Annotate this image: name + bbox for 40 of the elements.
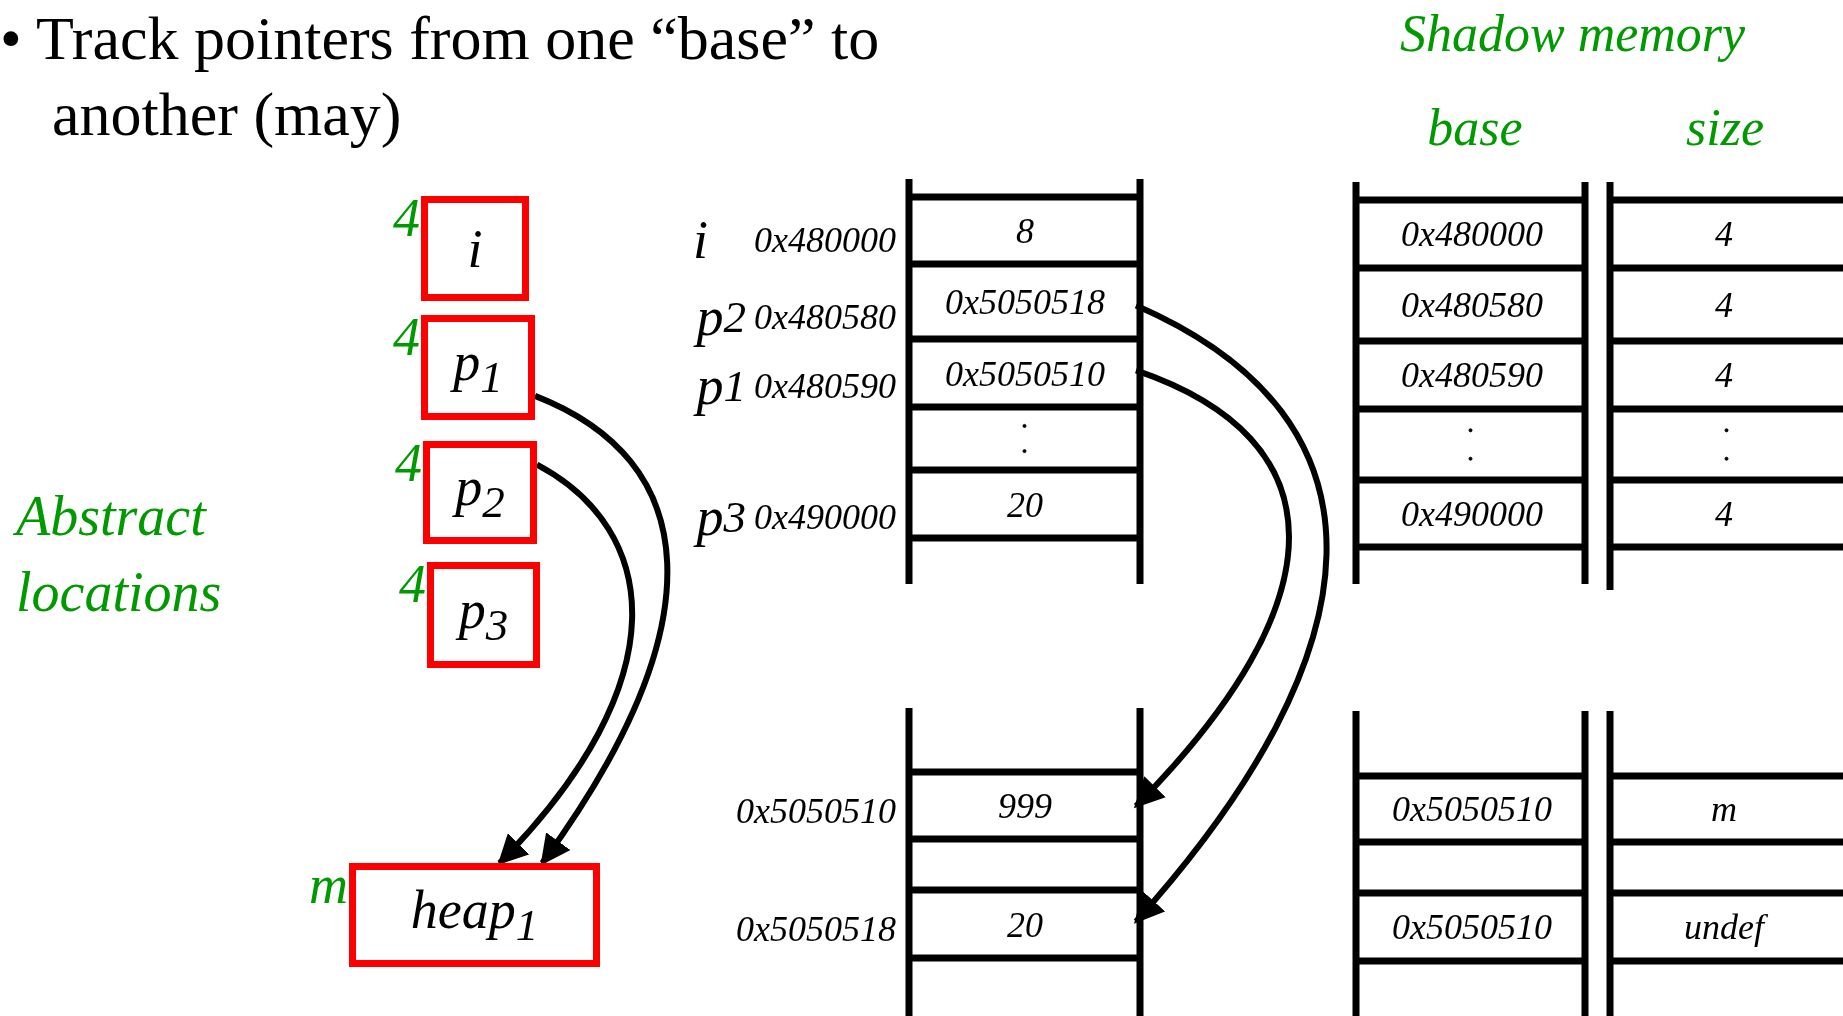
size-label: 4: [393, 191, 420, 245]
column-heading: size: [1685, 98, 1765, 158]
location-name: 999: [998, 788, 1052, 824]
table-value: 0x480000: [1400, 213, 1544, 256]
location-name: 20: [1007, 486, 1043, 523]
column-heading: Shadow memory: [1400, 4, 1747, 64]
address-label: 0x490000: [753, 496, 896, 539]
table-value: 0x490000: [1400, 492, 1544, 536]
location-name: heap$_{1}$: [410, 882, 539, 948]
address-label: 0x480000: [753, 219, 896, 262]
address-label: 0x480590: [753, 365, 896, 408]
location-name: i: [467, 221, 483, 276]
size-label: 4: [395, 436, 422, 490]
size-label: 4: [393, 310, 420, 364]
table-value: 0x5050510: [1391, 906, 1553, 949]
table-value: 0x5050510: [1391, 788, 1553, 831]
table-value: undef: [1616, 897, 1832, 957]
table-value: 4: [1714, 213, 1734, 256]
table-value: 4: [1714, 283, 1734, 327]
address-label: 0x5050518: [735, 908, 896, 951]
location-name: 0x5050510: [945, 355, 1105, 392]
table-value: 0x480590: [1400, 354, 1544, 397]
arrow: [533, 393, 671, 866]
location-name: 20: [1007, 906, 1043, 943]
table-value: 0x480580: [1400, 283, 1544, 327]
location-name: 8: [1016, 213, 1034, 249]
table-value: 4: [1714, 354, 1734, 397]
size-label: 4: [399, 557, 426, 611]
column-heading: base: [1426, 98, 1524, 158]
bullet-text: • Track pointers from one “base” to another (may): [0, 3, 881, 150]
size-label: m: [309, 858, 348, 912]
table-value: 4: [1714, 492, 1734, 536]
arrow: [1133, 302, 1330, 924]
location-name: 0x5050518: [945, 284, 1105, 320]
arrow: [497, 462, 635, 866]
address-label: 0x480580: [753, 296, 896, 339]
arrow: [1133, 367, 1292, 809]
table-value: m: [1710, 788, 1738, 831]
address-label: 0x5050510: [735, 790, 896, 833]
variable-name: i: [692, 210, 708, 270]
